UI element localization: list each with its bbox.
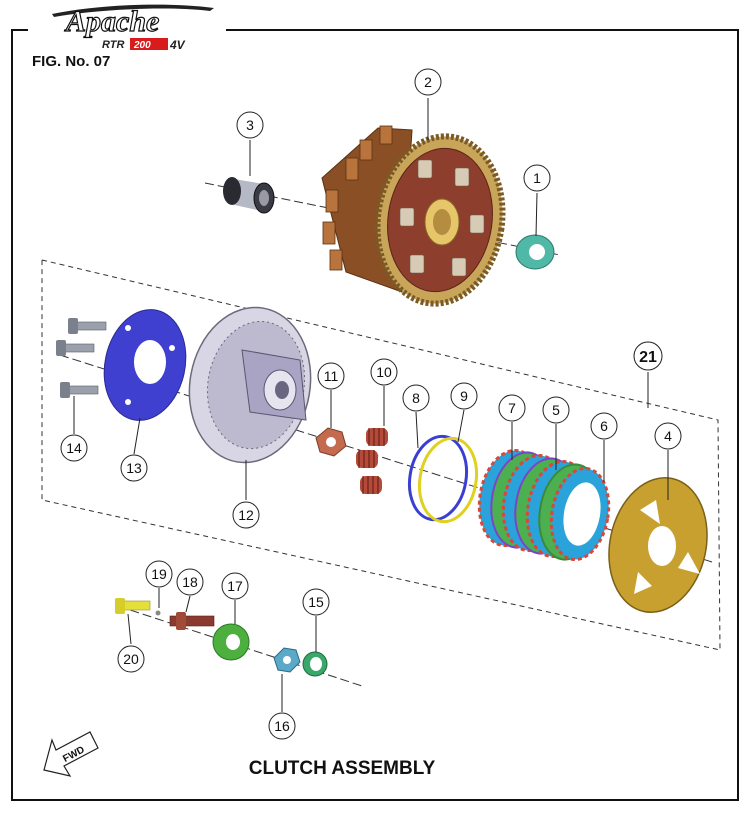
bushing-end-left	[223, 177, 241, 205]
pressure-plate-hole	[648, 526, 676, 566]
clutch-springs	[356, 428, 388, 494]
callout-17: 17	[221, 572, 249, 600]
callout-11: 11	[317, 362, 345, 390]
hub-bore	[275, 381, 289, 399]
bushing-bore	[259, 190, 269, 206]
callout-6: 6	[590, 412, 618, 440]
bolts	[56, 318, 107, 398]
bolt	[56, 340, 95, 356]
clutch-nut	[273, 647, 301, 673]
diagram-title: CLUTCH ASSEMBLY	[249, 758, 436, 779]
logo-text: Apache	[64, 5, 159, 38]
logo-model-badge	[130, 38, 168, 50]
logo-model-prefix: RTR	[102, 39, 124, 51]
svg-text:15: 15	[308, 594, 324, 610]
push-rod	[169, 612, 215, 630]
callout-3: 3	[236, 111, 264, 139]
steel-ball	[155, 610, 161, 616]
figure-label: FIG. No. 07	[32, 53, 110, 70]
forward-arrow: FWD	[43, 731, 99, 777]
lock-washer	[302, 651, 328, 677]
svg-text:14: 14	[66, 440, 82, 456]
svg-text:10: 10	[376, 364, 392, 380]
clutch-plate-stack	[477, 448, 611, 562]
housing-fingers	[322, 125, 393, 271]
callout-9: 9	[450, 382, 478, 410]
callout-19: 19	[145, 560, 173, 588]
callout-13: 13	[120, 454, 148, 482]
callout-21: 21	[633, 341, 663, 371]
svg-text:8: 8	[412, 390, 420, 406]
svg-text:21: 21	[639, 349, 657, 366]
svg-text:1: 1	[533, 170, 541, 186]
brand-logo: Apache RTR 200 4V	[52, 4, 214, 52]
housing-dampers	[399, 159, 485, 277]
leader-lines	[73, 98, 669, 712]
push-piece	[115, 598, 151, 614]
svg-text:7: 7	[508, 400, 516, 416]
callout-1: 1	[523, 164, 551, 192]
callout-8: 8	[402, 384, 430, 412]
svg-text:13: 13	[126, 460, 142, 476]
housing-bore	[433, 209, 451, 235]
spring-seat-yellow	[417, 436, 479, 524]
spring-seat-blue	[407, 434, 469, 522]
callout-10: 10	[370, 358, 398, 386]
thrust-washer	[515, 234, 555, 270]
plate-stack-bore	[563, 482, 601, 546]
axis-line-middle	[59, 354, 713, 563]
spring	[360, 476, 382, 494]
svg-text:17: 17	[227, 578, 243, 594]
svg-text:18: 18	[182, 574, 198, 590]
spring	[356, 450, 378, 468]
svg-text:9: 9	[460, 388, 468, 404]
svg-text:2: 2	[424, 74, 432, 90]
figure-frame	[11, 29, 739, 801]
backing-plate	[103, 309, 187, 421]
svg-text:6: 6	[600, 418, 608, 434]
svg-text:3: 3	[246, 117, 254, 133]
lock-plate	[315, 427, 347, 457]
pressure-plate-window	[634, 572, 652, 594]
callout-16: 16	[268, 712, 296, 740]
callout-5: 5	[542, 396, 570, 424]
pressure-plate	[608, 476, 708, 614]
callout-2: 2	[414, 68, 442, 96]
svg-text:12: 12	[238, 507, 254, 523]
logo-model-number: 200	[133, 40, 151, 51]
backing-plate-hole	[134, 340, 166, 384]
clutch-hub	[188, 306, 312, 464]
callout-4: 4	[654, 422, 682, 450]
callout-12: 12	[232, 501, 260, 529]
svg-text:5: 5	[552, 402, 560, 418]
pressure-plate-window	[640, 500, 660, 524]
callout-7: 7	[498, 394, 526, 422]
callout-18: 18	[176, 568, 204, 596]
spring	[366, 428, 388, 446]
logo-model-suffix: 4V	[169, 38, 186, 52]
clutch-housing	[321, 125, 506, 307]
pressure-plate-window	[678, 552, 700, 574]
svg-text:4: 4	[664, 428, 672, 444]
logo-backdrop	[28, 6, 226, 42]
svg-text:16: 16	[274, 718, 290, 734]
lifter-bearing	[212, 623, 250, 661]
logo-swoosh	[52, 4, 214, 17]
callout-20: 20	[117, 645, 145, 673]
forward-arrow-shape	[43, 731, 99, 777]
bolt	[60, 382, 99, 398]
svg-text:20: 20	[123, 651, 139, 667]
callout-15: 15	[302, 588, 330, 616]
bolt	[68, 318, 107, 334]
svg-text:19: 19	[151, 566, 167, 582]
callout-14: 14	[60, 434, 88, 462]
svg-text:11: 11	[324, 368, 339, 384]
bushing	[223, 177, 275, 214]
thrust-washer-hole	[529, 244, 545, 260]
callouts: 1 2 3 4 5 6 7 8 9 10 11 12 13 14 15 16 1…	[60, 68, 682, 740]
subassembly-boundary	[41, 259, 721, 651]
